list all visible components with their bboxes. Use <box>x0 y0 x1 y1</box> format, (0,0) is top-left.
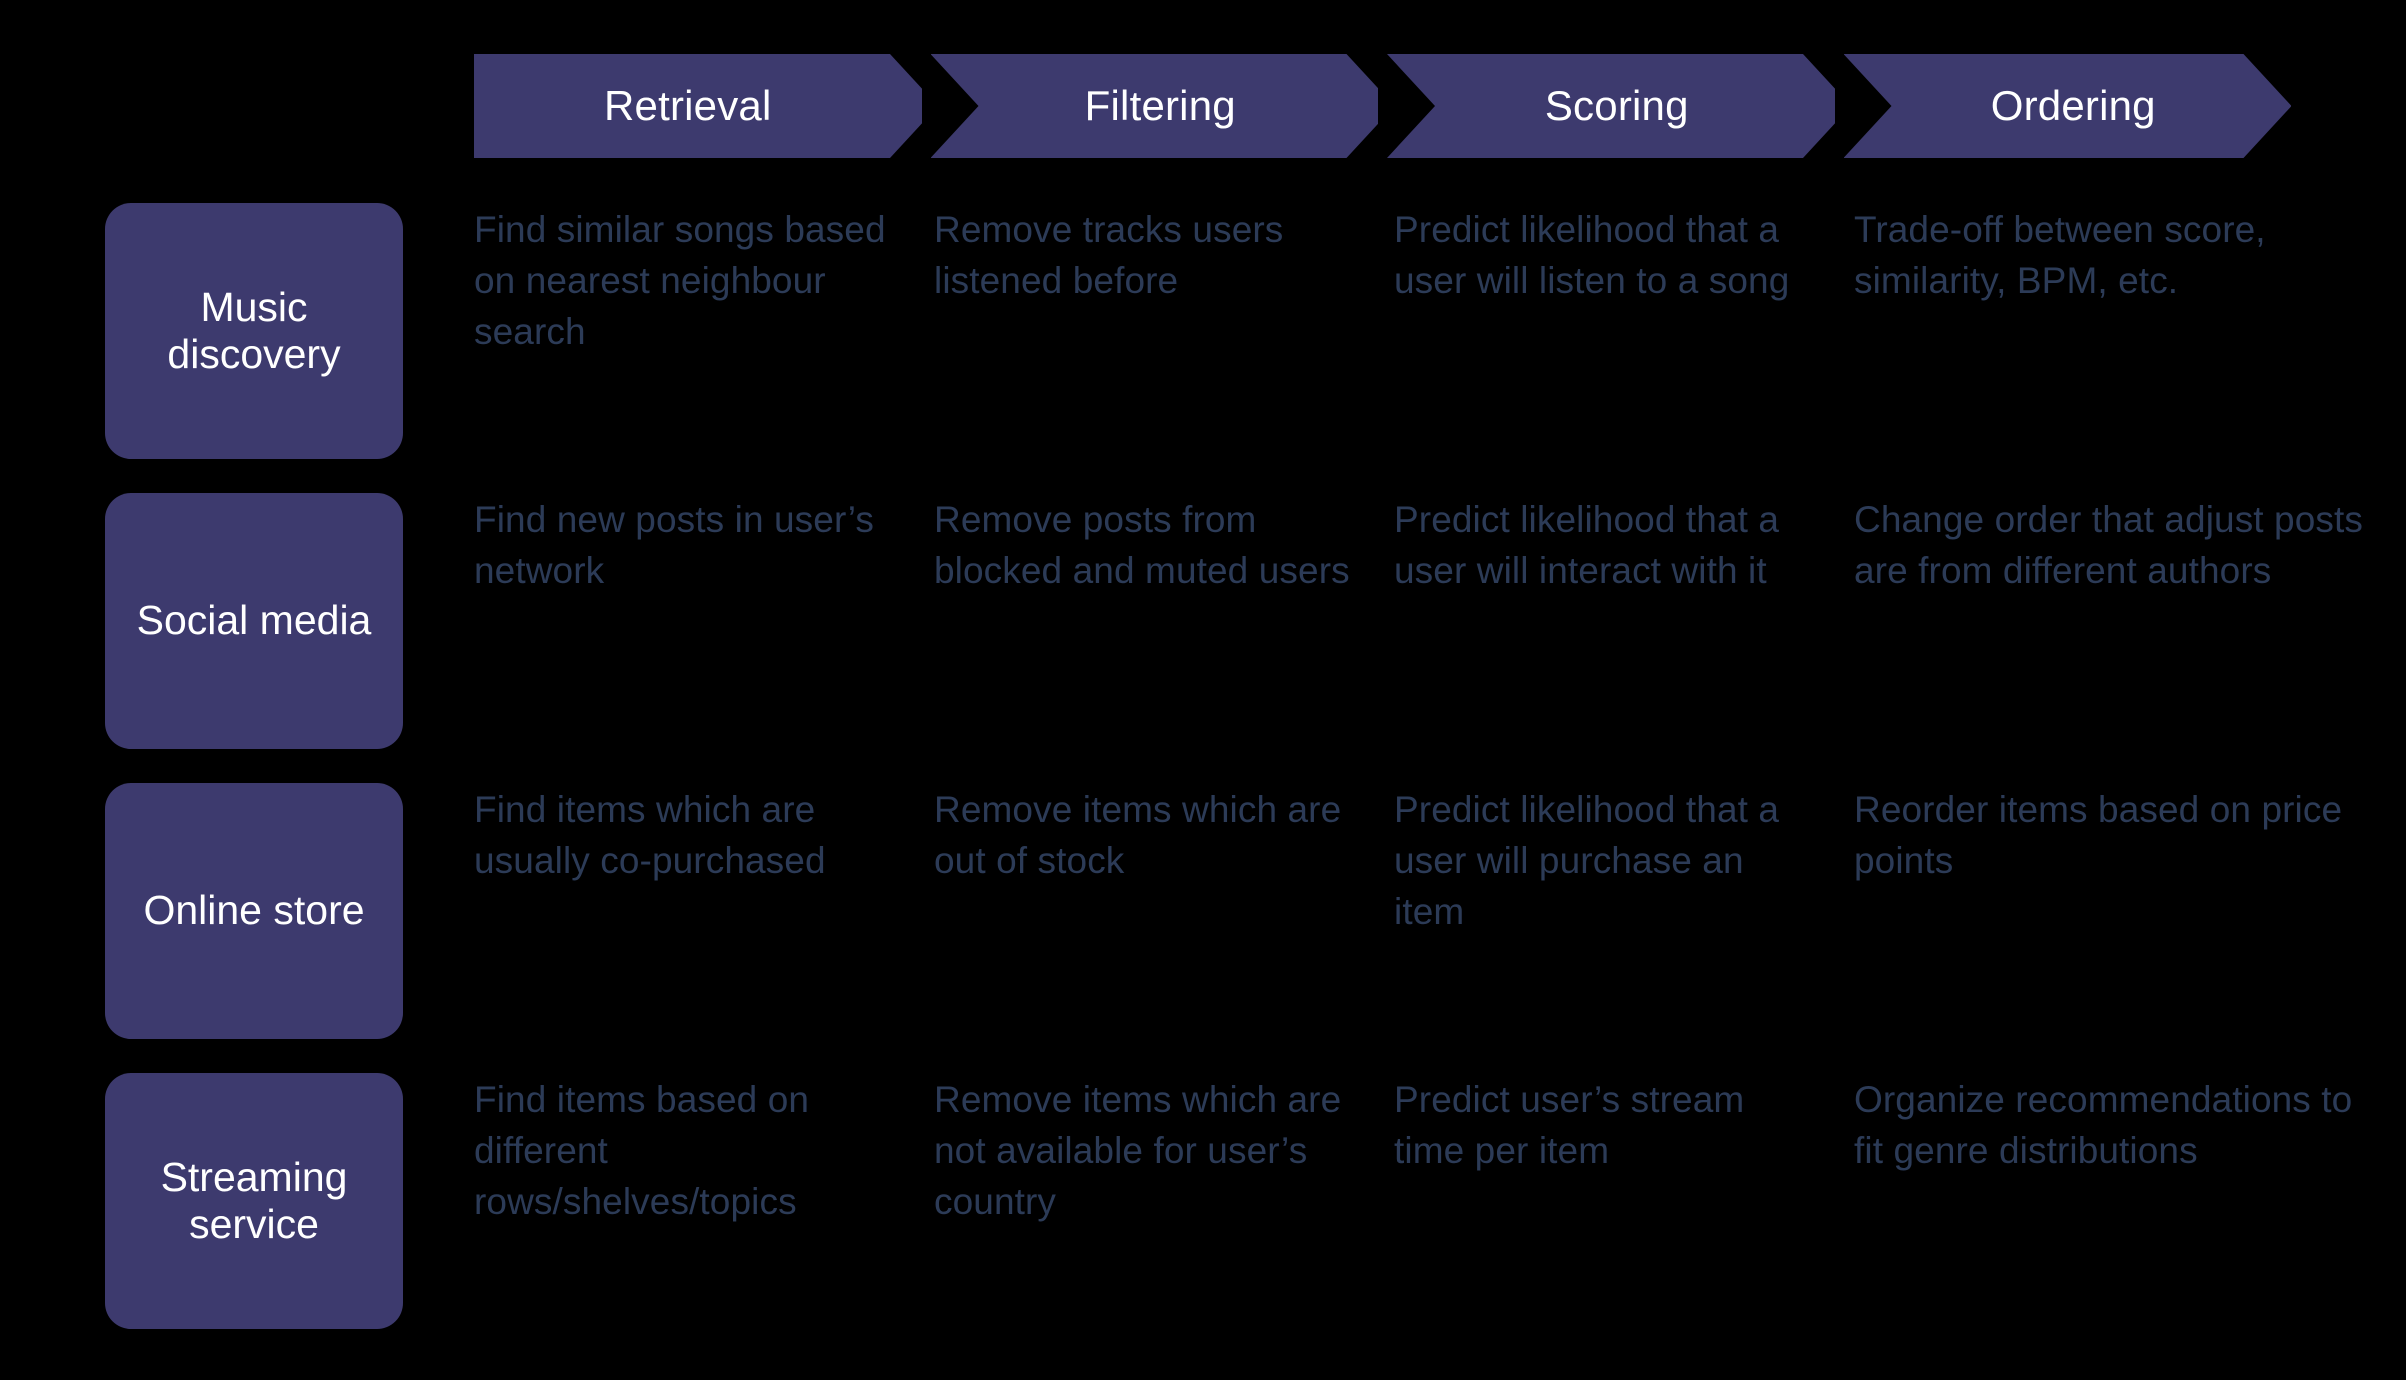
table-row: Social media Find new posts in user’s ne… <box>0 476 2406 766</box>
row-label-music-discovery[interactable]: Music discovery <box>105 203 403 459</box>
pipeline-stage-header: Retrieval Filtering Scoring Ordering <box>474 54 2291 158</box>
pipeline-grid: Music discovery Find similar songs based… <box>0 178 2406 1338</box>
table-row: Streaming service Find items based on di… <box>0 1056 2406 1346</box>
stage-chip-scoring[interactable]: Scoring <box>1387 54 1835 158</box>
row-label-cell-online-store: Online store <box>0 766 474 1056</box>
cell-online-store-ordering: Reorder items based on price points <box>1854 789 2343 882</box>
cell-online-store-retrieval: Find items which are usually co-purchase… <box>474 789 826 882</box>
cell-music-discovery-retrieval: Find similar songs based on nearest neig… <box>474 209 886 353</box>
stage-label-ordering: Ordering <box>1990 82 2156 129</box>
cell-streaming-service-filtering: Remove items which are not available for… <box>934 1079 1342 1223</box>
row-label-cell-social-media: Social media <box>0 476 474 766</box>
cell-social-media-retrieval: Find new posts in user’s network <box>474 499 875 592</box>
row-label-cell-streaming-service: Streaming service <box>0 1056 474 1346</box>
cell-social-media-ordering: Change order that adjust posts are from … <box>1854 499 2363 592</box>
table-row: Music discovery Find similar songs based… <box>0 186 2406 476</box>
cell-streaming-service-scoring: Predict user’s stream time per item <box>1394 1079 1745 1172</box>
row-label-streaming-service[interactable]: Streaming service <box>105 1073 403 1329</box>
stage-label-retrieval: Retrieval <box>603 82 772 129</box>
row-label-cell-music-discovery: Music discovery <box>0 186 474 476</box>
cell-music-discovery-scoring: Predict likelihood that a user will list… <box>1394 209 1790 302</box>
cell-streaming-service-ordering: Organize recommendations to fit genre di… <box>1854 1079 2353 1172</box>
stage-chip-filtering[interactable]: Filtering <box>930 54 1378 158</box>
row-label-social-media[interactable]: Social media <box>105 493 403 749</box>
cell-social-media-filtering: Remove posts from blocked and muted user… <box>934 499 1350 592</box>
stage-label-filtering: Filtering <box>1084 82 1236 129</box>
table-row: Online store Find items which are usuall… <box>0 766 2406 1056</box>
cell-music-discovery-ordering: Trade-off between score, similarity, BPM… <box>1854 209 2266 302</box>
stage-chip-ordering[interactable]: Ordering <box>1843 54 2291 158</box>
row-label-online-store[interactable]: Online store <box>105 783 403 1039</box>
stage-chip-retrieval[interactable]: Retrieval <box>474 54 922 158</box>
cell-social-media-scoring: Predict likelihood that a user will inte… <box>1394 499 1780 592</box>
cell-music-discovery-filtering: Remove tracks users listened before <box>934 209 1284 302</box>
stage-label-scoring: Scoring <box>1544 82 1689 129</box>
cell-streaming-service-retrieval: Find items based on different rows/shelv… <box>474 1079 810 1223</box>
cell-online-store-filtering: Remove items which are out of stock <box>934 789 1342 882</box>
cell-online-store-scoring: Predict likelihood that a user will purc… <box>1394 789 1780 933</box>
